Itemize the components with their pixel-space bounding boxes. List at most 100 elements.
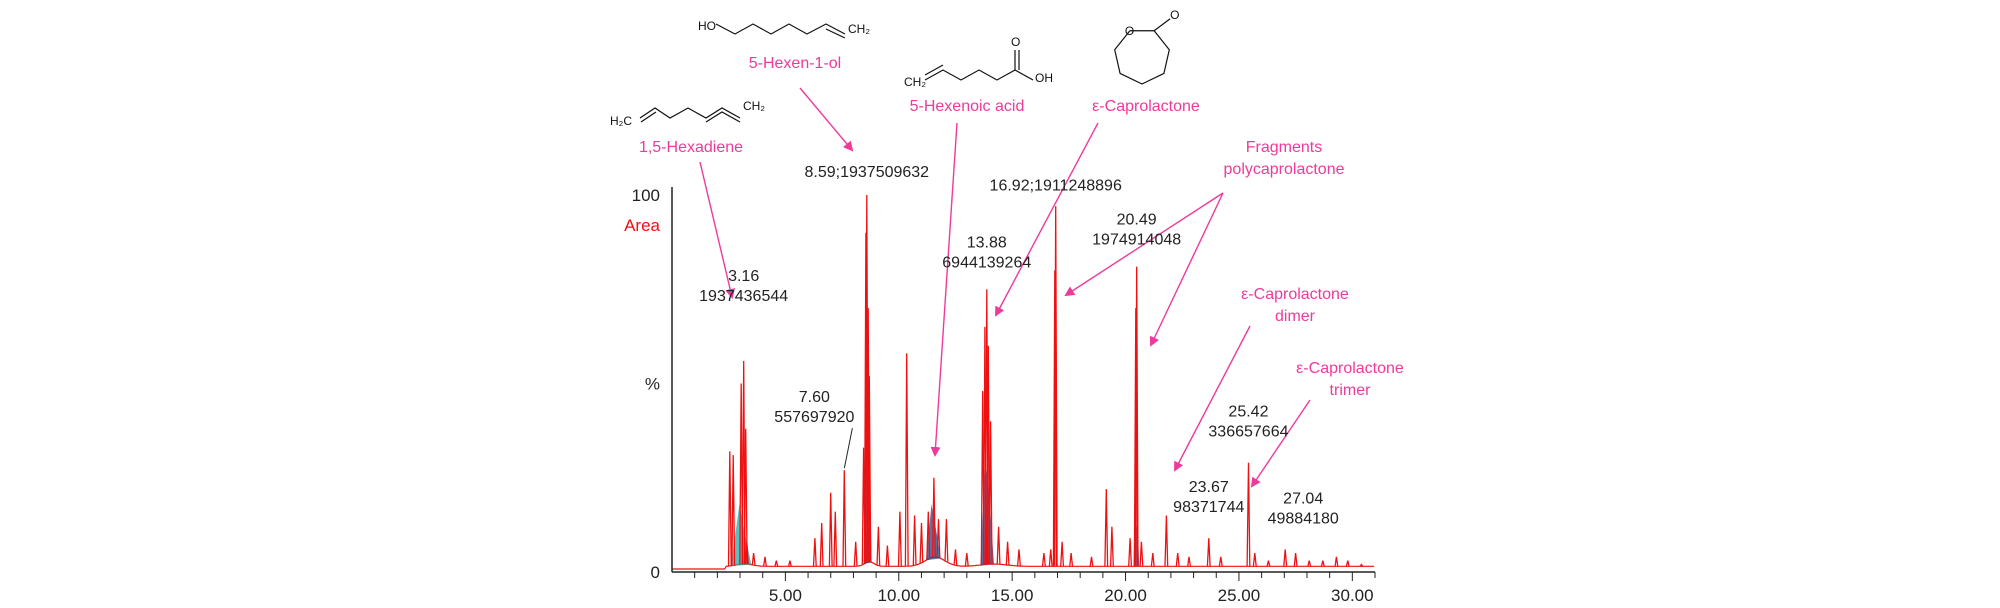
compound-label: ε-Caprolactone xyxy=(1296,360,1404,377)
compound-label: ε-Caprolactone xyxy=(1241,286,1349,303)
hexenoic-oh-bond xyxy=(1014,69,1034,81)
minor-peak xyxy=(904,353,909,567)
peak-label-rt: 3.16 xyxy=(728,268,759,285)
peak-shoulder xyxy=(743,428,748,565)
minor-peak xyxy=(812,538,817,567)
compound-label: trimer xyxy=(1330,382,1372,399)
annotation-arrow xyxy=(995,122,1099,317)
annotation-5-hexenoic-acid: 5-Hexenoic acid xyxy=(910,98,1025,457)
minor-peak xyxy=(1293,553,1298,567)
peak-label-area: 1911248896 xyxy=(1034,177,1122,194)
peak-label-rt: 20.49 xyxy=(1117,212,1157,229)
minor-peak xyxy=(1139,541,1144,567)
hexadiene-double-bond-2 xyxy=(705,111,741,123)
peak-label-separator: ; xyxy=(1030,177,1034,194)
peak-shoulder xyxy=(982,326,987,565)
minor-peak xyxy=(1187,556,1192,567)
minor-peak xyxy=(1089,556,1094,567)
peak-label-rt: 8.59 xyxy=(805,164,836,181)
annotation--caprolactone: ε-Caprolactone xyxy=(995,98,1200,317)
hexenol-skeleton xyxy=(715,23,846,35)
peak-label-rt: 27.04 xyxy=(1283,490,1323,507)
peak-label-area: 98371744 xyxy=(1173,499,1244,516)
minor-peak xyxy=(751,553,756,566)
minor-peak xyxy=(1266,560,1271,567)
peak-shoulder xyxy=(1052,270,1057,567)
caprolactone-carbonyl xyxy=(1153,18,1171,32)
peak-label-area: 49884180 xyxy=(1268,510,1339,527)
caprolactone-ring-o: O xyxy=(1125,24,1134,38)
hexenol-ho: HO xyxy=(698,19,716,33)
peak-label-area: 336657664 xyxy=(1208,424,1288,441)
peak-shoulder xyxy=(866,308,871,562)
hexadiene-double-bond-1 xyxy=(640,111,657,123)
minor-peak xyxy=(1041,553,1046,567)
annotation-arrow xyxy=(930,122,958,457)
x-tick-label: 30.00 xyxy=(1331,586,1374,605)
peak-shoulder xyxy=(739,383,744,565)
hexadiene-skeleton xyxy=(639,107,741,119)
chromatogram-baseline xyxy=(671,556,1375,570)
minor-peak xyxy=(996,526,1001,565)
minor-peak xyxy=(1345,560,1350,567)
minor-peak xyxy=(1175,553,1180,567)
compound-label: dimer xyxy=(1275,308,1316,325)
minor-peak xyxy=(833,511,838,567)
minor-peak xyxy=(828,492,833,567)
minor-peak xyxy=(1069,553,1074,567)
minor-peak xyxy=(1128,538,1133,567)
labelled-peak xyxy=(1206,538,1211,567)
annotation--caprolactone-trimer: ε-Caprolactone trimer xyxy=(1250,360,1404,488)
y-tick-label: 0 xyxy=(651,563,660,582)
minor-peak xyxy=(1164,515,1169,567)
x-tick-label: 15.00 xyxy=(991,586,1034,605)
hexenol-double-bond xyxy=(825,28,846,39)
hexenol-ch2: CH₂ xyxy=(848,22,870,36)
annotation-5-hexen-1-ol: 5-Hexen-1-ol xyxy=(749,55,854,152)
compound-label: 5-Hexenoic acid xyxy=(910,98,1025,115)
minor-peak xyxy=(897,511,902,567)
hexenoic-ch2: CH₂ xyxy=(904,75,926,89)
minor-peak xyxy=(1252,553,1257,567)
minor-peak xyxy=(1218,556,1223,567)
hexenoic-skeleton xyxy=(924,50,1016,81)
minor-peak xyxy=(1005,541,1010,566)
x-tick-label: 20.00 xyxy=(1104,586,1147,605)
minor-peak xyxy=(919,522,924,563)
hexenoic-double-bond xyxy=(924,64,944,76)
compound-label: Fragments xyxy=(1246,139,1322,156)
hexadiene-h2c: H₂C xyxy=(610,114,632,128)
minor-peak xyxy=(931,477,936,558)
minor-peak xyxy=(1104,489,1109,567)
compound-label: 5-Hexen-1-ol xyxy=(749,55,841,72)
minor-peak xyxy=(1016,549,1021,567)
peak-shoulder xyxy=(986,345,991,565)
annotation-arrow xyxy=(1064,192,1224,297)
annotation-arrow xyxy=(699,161,736,299)
minor-peak xyxy=(876,526,881,566)
minor-peak xyxy=(731,455,736,566)
compound-label: ε-Caprolactone xyxy=(1092,98,1200,115)
hexadiene-ch2: CH₂ xyxy=(743,99,765,113)
peak-label: 8.59;1937509632 xyxy=(805,164,930,181)
peak-label-separator: ; xyxy=(836,164,840,181)
peak-labels: 3.1619374365447.605576979208.59;19375096… xyxy=(699,164,1339,527)
minor-peak xyxy=(1359,563,1364,567)
compound-label: 1,5-Hexadiene xyxy=(639,139,743,156)
minor-peak xyxy=(787,560,792,567)
minor-peak xyxy=(762,556,767,567)
minor-peak xyxy=(885,545,890,567)
annotation-1-5-hexadiene: 1,5-Hexadiene xyxy=(639,139,743,299)
hexenoic-oh: OH xyxy=(1035,71,1053,85)
minor-peak xyxy=(964,553,969,567)
minor-peak xyxy=(936,519,941,558)
minor-peak xyxy=(1334,556,1339,567)
annotation-arrow xyxy=(1149,192,1224,347)
minor-peak xyxy=(944,519,949,562)
minor-peak xyxy=(1150,553,1155,567)
peak-label-rt: 25.42 xyxy=(1228,404,1268,421)
